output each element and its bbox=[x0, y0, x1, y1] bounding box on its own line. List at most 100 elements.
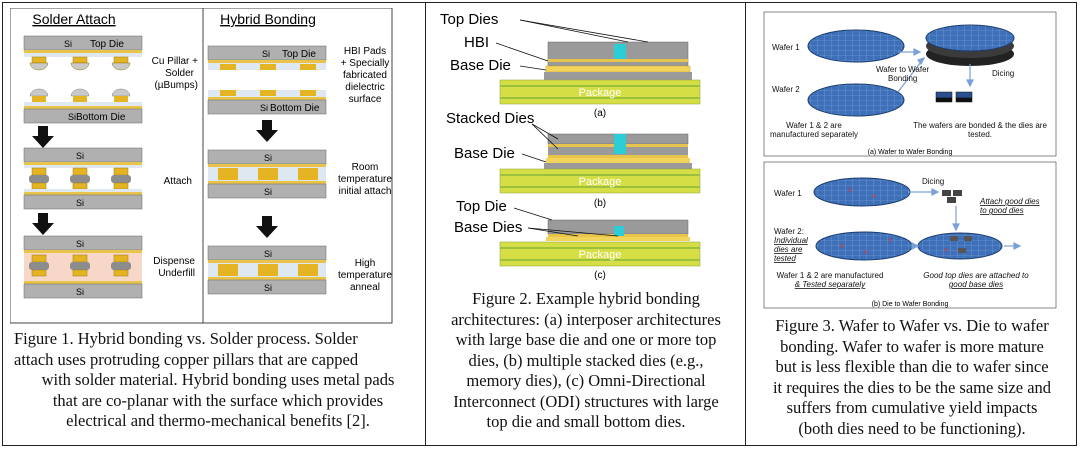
label-stacked-dies: Stacked Dies bbox=[446, 110, 534, 127]
svg-text:Good top dies are attached to: Good top dies are attached to bbox=[923, 271, 1029, 280]
svg-text:dielectric: dielectric bbox=[345, 82, 384, 93]
svg-text:HBI Pads: HBI Pads bbox=[344, 46, 386, 57]
solder-label-dispense: Dispense bbox=[153, 256, 195, 267]
hybrid-bonding-header: Hybrid Bonding bbox=[220, 11, 316, 27]
bottom-die-label: Bottom Die bbox=[76, 112, 126, 123]
solder-label-underfill: Underfill bbox=[158, 268, 195, 279]
svg-text:tested.: tested. bbox=[968, 130, 992, 139]
down-arrow-icon bbox=[32, 213, 54, 235]
svg-text:fabricated: fabricated bbox=[343, 70, 387, 81]
svg-text:Wafer 1 & 2 are manufactured: Wafer 1 & 2 are manufactured bbox=[777, 271, 884, 280]
figure-1-caption: Figure 1. Hybrid bonding vs. Solder proc… bbox=[14, 329, 395, 430]
svg-text:x: x bbox=[888, 237, 892, 244]
svg-text:(b) Die to Wafer Bonding: (b) Die to Wafer Bonding bbox=[872, 301, 949, 308]
svg-text:Si: Si bbox=[262, 49, 270, 59]
solder-attach-header: Solder Attach bbox=[32, 11, 115, 27]
svg-text:anneal: anneal bbox=[350, 282, 380, 293]
svg-text:dies are: dies are bbox=[774, 245, 803, 254]
svg-text:Dicing: Dicing bbox=[992, 69, 1014, 78]
svg-text:Si: Si bbox=[264, 249, 272, 259]
si-label: Si bbox=[64, 39, 72, 49]
hybrid-step-1: Si Top Die Si Bottom Die bbox=[207, 45, 327, 115]
top-die-label: Top Die bbox=[90, 39, 124, 50]
panel-divider bbox=[745, 2, 746, 446]
svg-text:temperature: temperature bbox=[338, 270, 392, 281]
svg-text:Wafer 1: Wafer 1 bbox=[772, 43, 800, 52]
label-hbi: HBI bbox=[464, 34, 489, 51]
down-arrow-icon bbox=[32, 126, 54, 148]
svg-text:x: x bbox=[864, 249, 868, 256]
label-top-dies: Top Dies bbox=[440, 11, 498, 28]
figure-2-diagram: Package (a) Top Dies HBI Base Die Packag… bbox=[440, 11, 701, 281]
svg-text:Package: Package bbox=[579, 249, 622, 261]
panel-divider bbox=[425, 2, 426, 446]
svg-text:Si: Si bbox=[264, 187, 272, 197]
fig2-diagram-a: Package (a) bbox=[499, 41, 701, 119]
svg-text:x: x bbox=[840, 243, 844, 250]
svg-text:x: x bbox=[872, 193, 876, 200]
svg-text:Room: Room bbox=[352, 162, 379, 173]
svg-text:to good dies: to good dies bbox=[980, 206, 1024, 215]
solder-label-1: Cu Pillar + bbox=[152, 56, 199, 67]
svg-text:+ Specially: + Specially bbox=[341, 58, 390, 69]
svg-text:Wafer 2:: Wafer 2: bbox=[774, 227, 804, 236]
figure-1-diagram: Solder Attach Hybrid Bonding Si Top Die … bbox=[10, 8, 393, 324]
svg-text:initial attach: initial attach bbox=[339, 186, 392, 197]
down-arrow-icon bbox=[256, 216, 278, 238]
svg-text:Wafer 2: Wafer 2 bbox=[772, 85, 800, 94]
svg-text:(a): (a) bbox=[594, 108, 606, 119]
hybrid-step-2: Si Si bbox=[207, 149, 327, 199]
down-arrow-icon bbox=[256, 120, 278, 142]
svg-text:Individual: Individual bbox=[774, 236, 808, 245]
svg-text:Si: Si bbox=[264, 283, 272, 293]
svg-text:surface: surface bbox=[349, 94, 382, 105]
label-base-die-a: Base Die bbox=[450, 57, 511, 74]
svg-text:Wafer 1 & 2 are: Wafer 1 & 2 are bbox=[786, 121, 842, 130]
svg-text:Attach good dies: Attach good dies bbox=[979, 197, 1040, 206]
svg-text:manufactured separately: manufactured separately bbox=[770, 130, 858, 139]
label-top-die-c: Top Die bbox=[456, 198, 507, 215]
label-base-dies: Base Dies bbox=[454, 219, 522, 236]
svg-text:Wafer 1: Wafer 1 bbox=[774, 189, 802, 198]
svg-text:x: x bbox=[848, 187, 852, 194]
hybrid-step-3: Si Si bbox=[207, 245, 327, 295]
svg-text:Top Die: Top Die bbox=[282, 49, 316, 60]
si-label: Si bbox=[68, 112, 76, 122]
solder-label-attach: Attach bbox=[164, 176, 192, 187]
solder-step-2: Si Si bbox=[23, 147, 143, 210]
solder-step-3: Si Si bbox=[23, 235, 143, 299]
fig3-panel-a: Wafer 1 Wafer 2 Wafer to Wafer Bonding D… bbox=[763, 11, 1057, 157]
svg-text:Si: Si bbox=[260, 103, 268, 113]
svg-text:(a) Wafer to Wafer Bonding: (a) Wafer to Wafer Bonding bbox=[868, 149, 953, 156]
svg-text:good base dies: good base dies bbox=[949, 280, 1003, 289]
svg-text:Si: Si bbox=[76, 239, 84, 249]
fig2-diagram-c: Package (c) bbox=[499, 219, 701, 281]
svg-text:temperature: temperature bbox=[338, 174, 392, 185]
svg-text:Dicing: Dicing bbox=[922, 177, 944, 186]
svg-text:(b): (b) bbox=[594, 198, 606, 209]
svg-text:Package: Package bbox=[579, 87, 622, 99]
svg-text:Bonding: Bonding bbox=[888, 74, 917, 83]
svg-text:x: x bbox=[944, 247, 948, 254]
svg-text:Bottom Die: Bottom Die bbox=[270, 103, 320, 114]
svg-text:Wafer to Wafer: Wafer to Wafer bbox=[876, 65, 930, 74]
svg-text:Si: Si bbox=[76, 198, 84, 208]
solder-label-3: (µBumps) bbox=[154, 80, 198, 91]
figure-2-caption: Figure 2. Example hybrid bonding archite… bbox=[451, 289, 721, 431]
svg-text:Si: Si bbox=[264, 153, 272, 163]
svg-text:tested: tested bbox=[774, 254, 796, 263]
solder-label-2: Solder bbox=[165, 68, 195, 79]
svg-text:Package: Package bbox=[579, 176, 622, 188]
label-base-die-b: Base Die bbox=[454, 145, 515, 162]
figure-3-diagram: Wafer 1 Wafer 2 Wafer to Wafer Bonding D… bbox=[763, 11, 1057, 309]
solder-step-1: Si Top Die Si Bottom Die bbox=[23, 35, 143, 124]
svg-text:Si: Si bbox=[76, 287, 84, 297]
svg-text:The wafers are bonded & the di: The wafers are bonded & the dies are bbox=[913, 121, 1047, 130]
svg-text:(c): (c) bbox=[594, 270, 606, 281]
svg-text:Si: Si bbox=[76, 151, 84, 161]
svg-text:High: High bbox=[355, 258, 376, 269]
svg-text:& Tested separately: & Tested separately bbox=[795, 280, 866, 289]
fig2-diagram-b: Package (b) bbox=[499, 133, 701, 209]
